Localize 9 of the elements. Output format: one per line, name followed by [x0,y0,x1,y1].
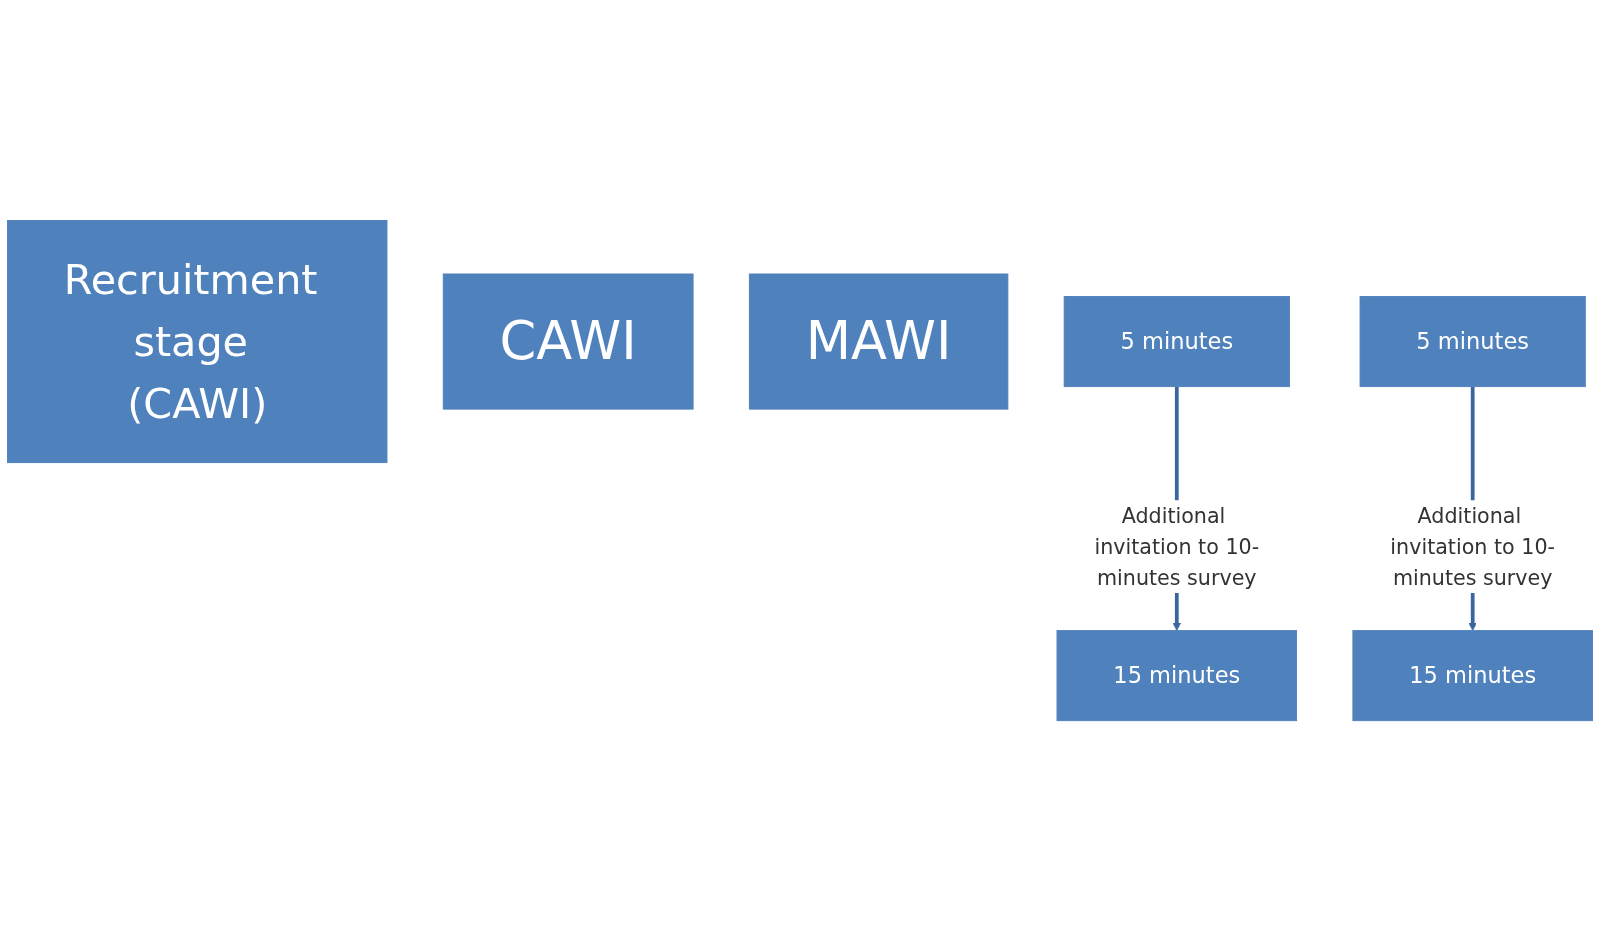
edge-label: Additional invitation to 10-minutes survey [1390,503,1555,590]
node-box: 5 minutes [1359,295,1586,387]
node-box: MAWI [748,273,1009,410]
node-box: 15 minutes [1056,630,1298,722]
node-box: 15 minutes [1352,630,1593,722]
node-box: 5 minutes [1063,295,1290,387]
node-box: CAWI [442,273,694,410]
node-box: Recruitment stage (CAWI) [7,219,388,463]
edge-label: Additional invitation to 10-minutes survey [1094,503,1260,590]
